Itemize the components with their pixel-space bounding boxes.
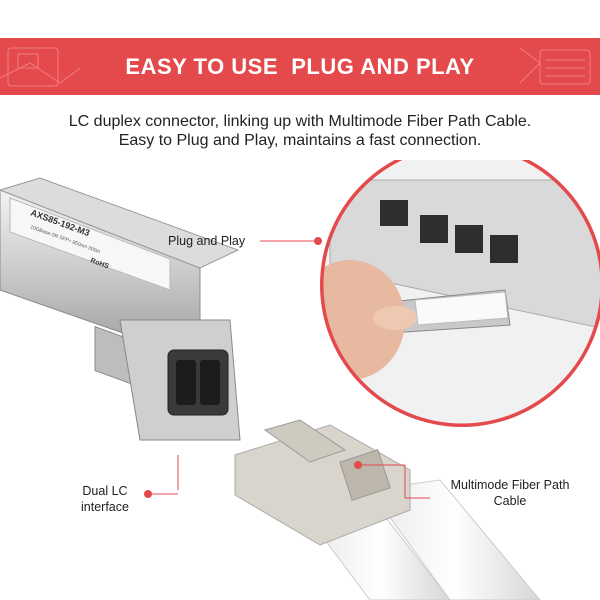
banner-decoration — [0, 47, 591, 87]
callout-cable-line-1: Multimode Fiber Path — [450, 478, 570, 492]
callout-lines — [144, 237, 430, 499]
callout-cable-line-2: Cable — [493, 494, 527, 508]
callout-multimode-cable: Multimode Fiber Path Cable — [430, 477, 590, 509]
sfp-module: AXS85-192-M3 10GBase-SR SFP+ 850nm 300m … — [0, 177, 241, 441]
banner-title: EASY TO USE PLUG AND PLAY — [125, 54, 475, 79]
description-line-1: LC duplex connector, linking up with Mul… — [68, 113, 532, 130]
callout-plug-and-play: Plug and Play — [168, 234, 246, 248]
header-banner: EASY TO USE PLUG AND PLAY — [0, 38, 600, 95]
callout-dual-lc: Dual LC interface — [70, 483, 140, 515]
lc-cable — [234, 419, 541, 600]
callout-dual-lc-line-2: interface — [81, 500, 129, 514]
product-illustration: AXS85-192-M3 10GBase-SR SFP+ 850nm 300m … — [0, 160, 600, 600]
description-line-2: Easy to Plug and Play, maintains a fast … — [118, 132, 482, 149]
switch-inset — [320, 160, 600, 427]
callout-dual-lc-line-1: Dual LC — [82, 484, 128, 498]
